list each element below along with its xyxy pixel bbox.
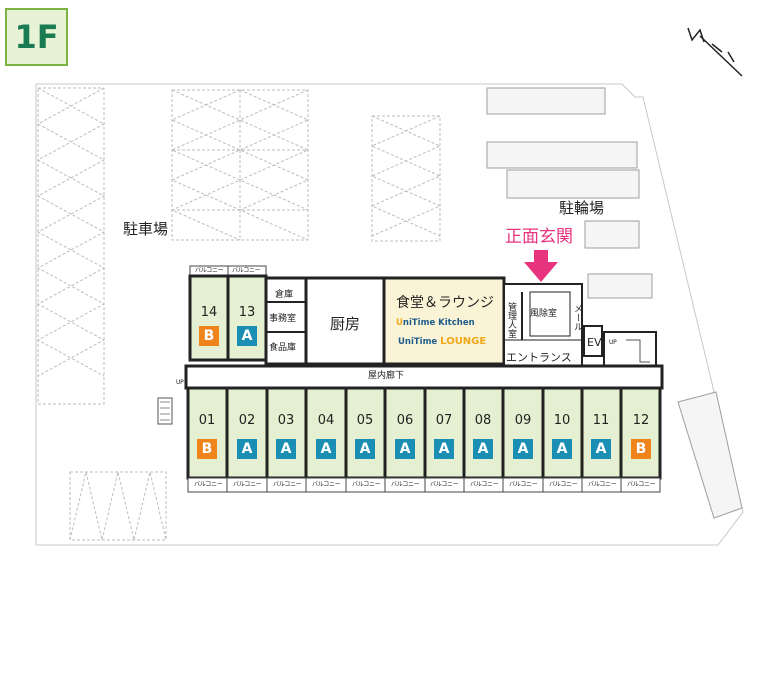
dining-lounge-label: 食堂＆ラウンジ — [396, 295, 494, 311]
unit-number: 02 — [238, 413, 256, 428]
unit-type-badge: B — [199, 326, 219, 346]
unit-type-badge: B — [197, 439, 217, 459]
unit-type-badge: A — [276, 439, 296, 459]
mail-label: メール — [572, 304, 582, 331]
storage-label: 倉庫 — [275, 290, 294, 300]
unit-number: 01 — [198, 413, 216, 428]
entrance-hall-label: エントランス — [506, 351, 572, 364]
balcony-label: バルコニー — [233, 481, 262, 488]
balcony-label: バルコニー — [194, 481, 223, 488]
unit-type-badge: A — [355, 439, 375, 459]
unit-number: 11 — [592, 413, 610, 428]
balcony-label: バルコニー — [312, 481, 341, 488]
unit-type-badge: A — [552, 439, 572, 459]
unit-type-badge: A — [513, 439, 533, 459]
up-mark-east: UP — [609, 339, 617, 346]
unit-number: 09 — [514, 413, 532, 428]
stairs-west — [157, 397, 173, 425]
lounge-area: 食堂＆ラウンジ UniTime Kitchen UniTime LOUNGE — [390, 292, 500, 347]
unit-number: 08 — [474, 413, 492, 428]
unit-type-badge: A — [237, 439, 257, 459]
kitchen-room — [304, 276, 386, 366]
corridor — [184, 364, 664, 390]
elevator-shaft — [583, 325, 603, 357]
bicycle-racks — [486, 87, 743, 519]
site-boundary — [35, 83, 744, 546]
elevator-label: EV — [587, 336, 602, 349]
up-mark-west: UP — [176, 379, 184, 386]
office-label: 事務室 — [269, 314, 297, 324]
balcony-label: バルコニー — [588, 481, 617, 488]
kitchen-label: 厨房 — [330, 315, 361, 333]
balcony-label: バルコニー — [391, 481, 420, 488]
unit-type-badge: A — [473, 439, 493, 459]
unit-type-badge: A — [434, 439, 454, 459]
compass-icon — [687, 27, 743, 77]
stairs-east — [603, 331, 657, 369]
lounge-brand-logo: UniTime LOUNGE — [398, 336, 487, 347]
balcony-label: バルコニー — [195, 267, 224, 274]
unit-number: 14 — [200, 305, 218, 320]
unit-type-badge: A — [316, 439, 336, 459]
balcony-label: バルコニー — [470, 481, 499, 488]
parking-stalls — [36, 87, 442, 541]
unit-number: 07 — [435, 413, 453, 428]
floor-badge: 1F — [5, 8, 68, 66]
balcony-label: バルコニー — [232, 267, 261, 274]
bicycle-parking-label: 駐輪場 — [559, 199, 605, 217]
unit-number: 03 — [277, 413, 295, 428]
unit-type-badge: A — [591, 439, 611, 459]
balcony-label: バルコニー — [430, 481, 459, 488]
balcony-label: バルコニー — [352, 481, 381, 488]
balcony-label: バルコニー — [549, 481, 578, 488]
balcony-label: バルコニー — [627, 481, 656, 488]
balcony-label: バルコニー — [509, 481, 538, 488]
kitchen-brand-logo: UniTime Kitchen — [396, 318, 475, 328]
unit-number: 13 — [238, 305, 256, 320]
windbreak-room-label: 風除室 — [530, 309, 558, 319]
corridor-label: 屋内廊下 — [368, 371, 405, 381]
unit-number: 10 — [553, 413, 571, 428]
food-storage-label: 食品庫 — [269, 343, 297, 353]
unit-type-badge: B — [631, 439, 651, 459]
unit-type-badge: A — [237, 326, 257, 346]
main-entrance-label: 正面玄関 — [505, 227, 573, 247]
manager-room-label: 管理人室 — [506, 302, 516, 338]
unit-number: 04 — [317, 413, 335, 428]
unit-number: 05 — [356, 413, 374, 428]
balcony-label: バルコニー — [273, 481, 302, 488]
unit-number: 12 — [632, 413, 650, 428]
parking-label: 駐車場 — [123, 220, 169, 238]
unit-type-badge: A — [395, 439, 415, 459]
entrance-arrow-icon — [524, 250, 558, 282]
unit-number: 06 — [396, 413, 414, 428]
